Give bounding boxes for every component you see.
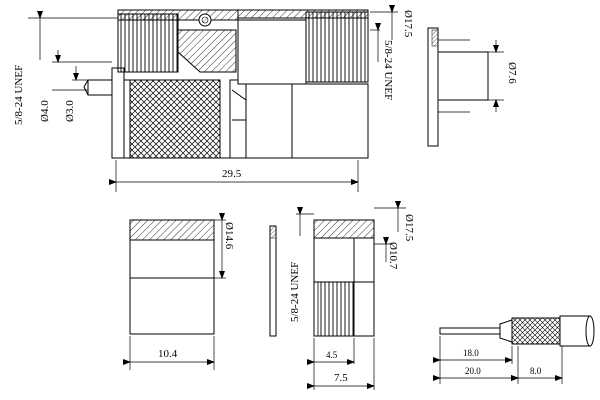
dim-dia-17-5-top: Ø17.5	[370, 5, 414, 40]
insulator-section	[177, 29, 237, 73]
cable-prep-view	[439, 315, 595, 347]
coupling-thread-left	[117, 13, 179, 73]
dim-dia-4-0: Ø4.0	[39, 50, 112, 122]
dim-dia-7-6: Ø7.6	[488, 40, 518, 112]
washer-view	[269, 225, 277, 337]
coupling-thread-right	[305, 11, 369, 83]
knurled-sleeve	[129, 79, 221, 159]
dim-label-dia-3-0: Ø3.0	[64, 100, 76, 122]
plug-body	[111, 67, 125, 159]
dim-label-cable-18-0: 18.0	[463, 348, 479, 358]
dim-label-cable-20-0: 20.0	[465, 366, 481, 376]
dim-label-thread-nut: 5/8-24 UNEF	[289, 262, 301, 322]
main-assembly-view	[83, 9, 369, 159]
dim-length-7-5: 7.5	[307, 338, 375, 390]
dim-label-dia-17-5-top: Ø17.5	[402, 10, 414, 38]
dim-cable-20-0: 20.0	[433, 346, 519, 384]
dim-label-thread-right: 5/8-24 UNEF	[382, 40, 394, 100]
dim-cable-8-0: 8.0	[511, 346, 563, 384]
dim-label-4-5: 4.5	[326, 350, 338, 360]
dim-label-10-4: 10.4	[158, 348, 178, 360]
dim-label-7-5: 7.5	[334, 372, 348, 384]
dim-label-thread-left: 5/8-24 UNEF	[13, 65, 25, 125]
dim-label-dia-4-0: Ø4.0	[39, 100, 51, 122]
dim-cable-18-0: 18.0	[433, 336, 513, 384]
dim-label-dia-10-7: Ø10.7	[387, 242, 399, 270]
dim-length-29-5: 29.5	[109, 160, 359, 192]
nut-view	[313, 219, 375, 337]
dim-dia-14-6: Ø14.6	[214, 213, 235, 279]
dim-label-dia-7-6: Ø7.6	[506, 62, 518, 84]
dim-label-dia-17-5-nut: Ø17.5	[403, 214, 415, 242]
dim-thread-right: 5/8-24 UNEF	[370, 23, 394, 100]
dim-thread-left: 5/8-24 UNEF	[13, 11, 118, 125]
dim-label-29-5: 29.5	[222, 168, 242, 180]
dim-label-dia-14-6: Ø14.6	[223, 222, 235, 250]
dim-length-4-5: 4.5	[307, 338, 355, 365]
dim-thread-nut: 5/8-24 UNEF	[289, 207, 314, 322]
side-view	[427, 27, 489, 147]
dim-label-cable-8-0: 8.0	[530, 366, 542, 376]
dim-dia-3-0: Ø3.0	[64, 66, 88, 122]
dim-dia-17-5-nut: Ø17.5	[374, 201, 415, 242]
dim-length-10-4: 10.4	[123, 336, 215, 370]
sleeve-view	[129, 219, 215, 335]
dim-dia-10-7: Ø10.7	[374, 237, 399, 270]
